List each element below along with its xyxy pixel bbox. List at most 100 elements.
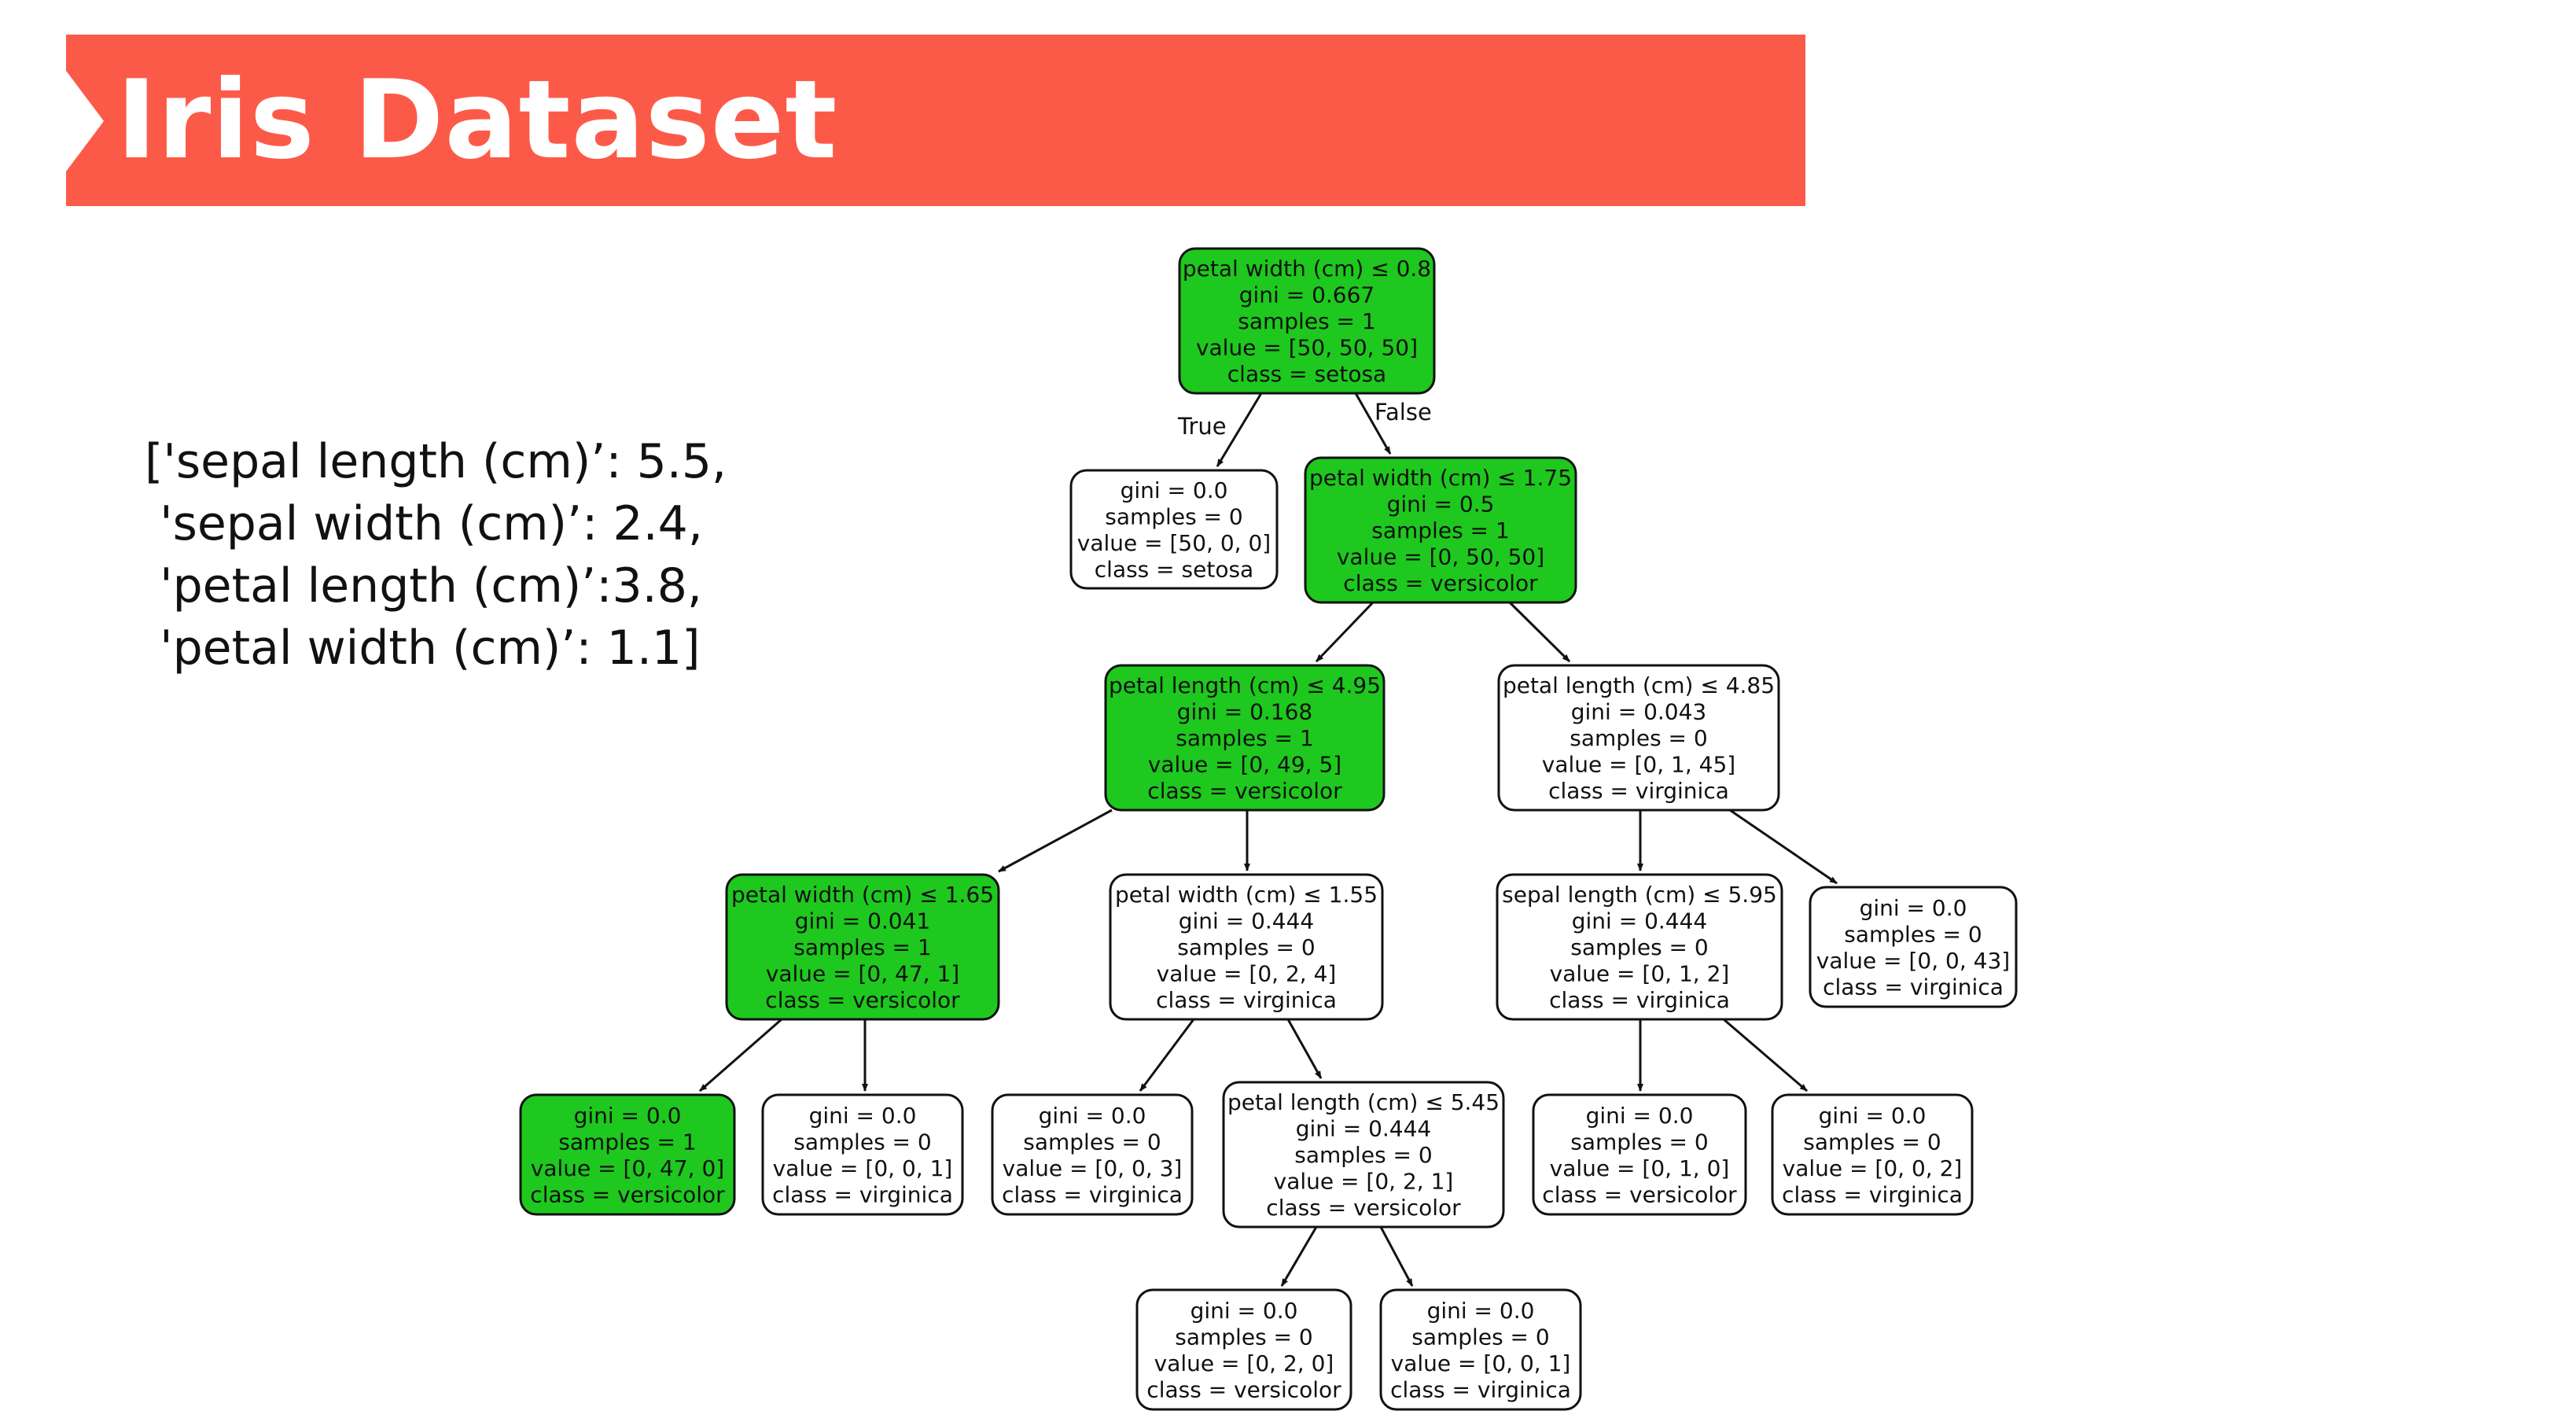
- tree-node-line: samples = 1: [1176, 725, 1313, 751]
- tree-node-line: class = versicolor: [1542, 1181, 1737, 1207]
- tree-node-line: gini = 0.0: [1190, 1298, 1298, 1324]
- title-banner-notch: [66, 71, 104, 171]
- tree-edge-n0-n2: [1354, 392, 1392, 455]
- tree-node-line: gini = 0.0: [1819, 1103, 1926, 1129]
- tree-node-line: gini = 0.0: [1860, 895, 1967, 921]
- tree-node-line: value = [0, 0, 3]: [1003, 1155, 1183, 1181]
- tree-node-line: gini = 0.0: [1427, 1298, 1535, 1324]
- tree-node-line: class = virginica: [1549, 987, 1730, 1013]
- tree-node-line: class = virginica: [772, 1181, 953, 1207]
- tree-node-line: gini = 0.5: [1387, 492, 1495, 518]
- tree-node-line: samples = 0: [1570, 1129, 1708, 1155]
- tree-node-line: samples = 0: [1570, 725, 1707, 751]
- tree-node-box: [1069, 469, 1279, 590]
- tree-node-box: [1379, 1288, 1582, 1411]
- tree-edge-n2-n3: [1315, 601, 1374, 663]
- tree-node-line: class = versicolor: [1343, 570, 1538, 596]
- tree-node-line: gini = 0.0: [574, 1103, 682, 1129]
- tree-node-line: value = [0, 0, 43]: [1816, 948, 2010, 974]
- tree-node-line: value = [0, 1, 2]: [1550, 961, 1730, 987]
- sample-line-petal-length: 'petal length (cm)’:3.8,: [145, 558, 702, 613]
- tree-node-line: value = [0, 1, 45]: [1542, 752, 1735, 778]
- sample-features: ['sepal length (cm)’: 5.5, 'sepal width …: [145, 431, 727, 680]
- tree-node-line: class = virginica: [1823, 974, 2004, 1000]
- tree-node-box: [1496, 873, 1783, 1021]
- tree-node-line: samples = 0: [1570, 934, 1708, 960]
- tree-node-line: gini = 0.0: [1039, 1103, 1146, 1129]
- tree-edge-n4-n8: [1729, 809, 1838, 885]
- tree-node-line: class = versicolor: [1266, 1195, 1461, 1221]
- tree-node-box: [1532, 1093, 1747, 1216]
- tree-node-line: value = [0, 0, 1]: [773, 1155, 953, 1181]
- tree-node-line: gini = 0.444: [1572, 908, 1708, 934]
- tree-node-line: gini = 0.0: [1586, 1103, 1694, 1129]
- tree-node-line: petal width (cm) ≤ 0.8: [1183, 256, 1431, 282]
- tree-node-box: [1135, 1288, 1352, 1411]
- tree-edge-n12-n15: [1280, 1226, 1318, 1287]
- tree-edge-n5-n9: [699, 1018, 782, 1092]
- tree-node-line: value = [0, 0, 1]: [1391, 1350, 1571, 1376]
- tree-node-line: petal width (cm) ≤ 1.65: [731, 882, 994, 908]
- tree-node-line: petal width (cm) ≤ 1.55: [1115, 882, 1378, 908]
- sample-line-sepal-width: 'sepal width (cm)’: 2.4,: [145, 496, 703, 551]
- tree-edge-n12-n16: [1379, 1226, 1414, 1287]
- tree-node-line: samples = 0: [1175, 1324, 1312, 1350]
- tree-node-line: value = [0, 2, 0]: [1154, 1350, 1334, 1376]
- tree-node-line: petal length (cm) ≤ 5.45: [1227, 1089, 1500, 1115]
- tree-edge-n2-n4: [1508, 601, 1571, 663]
- tree-node-line: value = [0, 2, 1]: [1274, 1169, 1454, 1195]
- tree-node-box: [1497, 664, 1780, 812]
- tree-node-line: petal length (cm) ≤ 4.95: [1109, 672, 1381, 698]
- tree-node-box: [1809, 886, 2018, 1008]
- tree-node-line: sepal length (cm) ≤ 5.95: [1502, 882, 1777, 908]
- tree-node-line: gini = 0.444: [1296, 1116, 1432, 1142]
- tree-node-line: value = [50, 0, 0]: [1077, 530, 1271, 556]
- tree-node-line: class = versicolor: [765, 987, 960, 1013]
- tree-node-box: [1109, 873, 1384, 1021]
- sample-line-sepal-length: ['sepal length (cm)’: 5.5,: [145, 434, 727, 489]
- tree-node-line: samples = 0: [1023, 1129, 1161, 1155]
- tree-edge-n6-n11: [1139, 1019, 1195, 1092]
- tree-node-box: [1304, 456, 1577, 604]
- tree-node-line: samples = 0: [1294, 1142, 1432, 1168]
- tree-node-line: class = versicolor: [530, 1181, 725, 1207]
- tree-node-line: class = virginica: [1002, 1181, 1183, 1207]
- tree-node-line: samples = 0: [793, 1129, 931, 1155]
- tree-node-line: gini = 0.0: [1121, 477, 1228, 503]
- tree-node-line: samples = 0: [1411, 1324, 1549, 1350]
- tree-node-line: gini = 0.444: [1179, 908, 1315, 934]
- tree-node-line: petal width (cm) ≤ 1.75: [1309, 465, 1572, 491]
- tree-node-box: [991, 1093, 1194, 1216]
- tree-node-line: value = [50, 50, 50]: [1196, 335, 1418, 361]
- tree-node-line: value = [0, 0, 2]: [1783, 1155, 1963, 1181]
- tree-node-box: [725, 873, 1000, 1021]
- tree-node-line: samples = 1: [1371, 518, 1509, 543]
- tree-node-line: gini = 0.043: [1571, 699, 1707, 725]
- tree-node-line: value = [0, 1, 0]: [1550, 1155, 1730, 1181]
- tree-edge-n6-n12: [1286, 1019, 1323, 1079]
- tree-node-line: value = [0, 2, 4]: [1157, 961, 1337, 987]
- tree-node-line: samples = 0: [1177, 934, 1315, 960]
- tree-node-line: value = [0, 47, 1]: [766, 961, 959, 987]
- tree-node-box: [761, 1093, 964, 1216]
- edge-label-false: False: [1374, 399, 1432, 426]
- tree-node-box: [519, 1093, 736, 1216]
- tree-node-box: [1771, 1093, 1974, 1216]
- page-title: Iris Dataset: [116, 57, 838, 183]
- tree-node-line: class = versicolor: [1147, 778, 1342, 804]
- sample-line-petal-width: 'petal width (cm)’: 1.1]: [145, 621, 701, 676]
- tree-node-line: value = [0, 50, 50]: [1337, 544, 1544, 570]
